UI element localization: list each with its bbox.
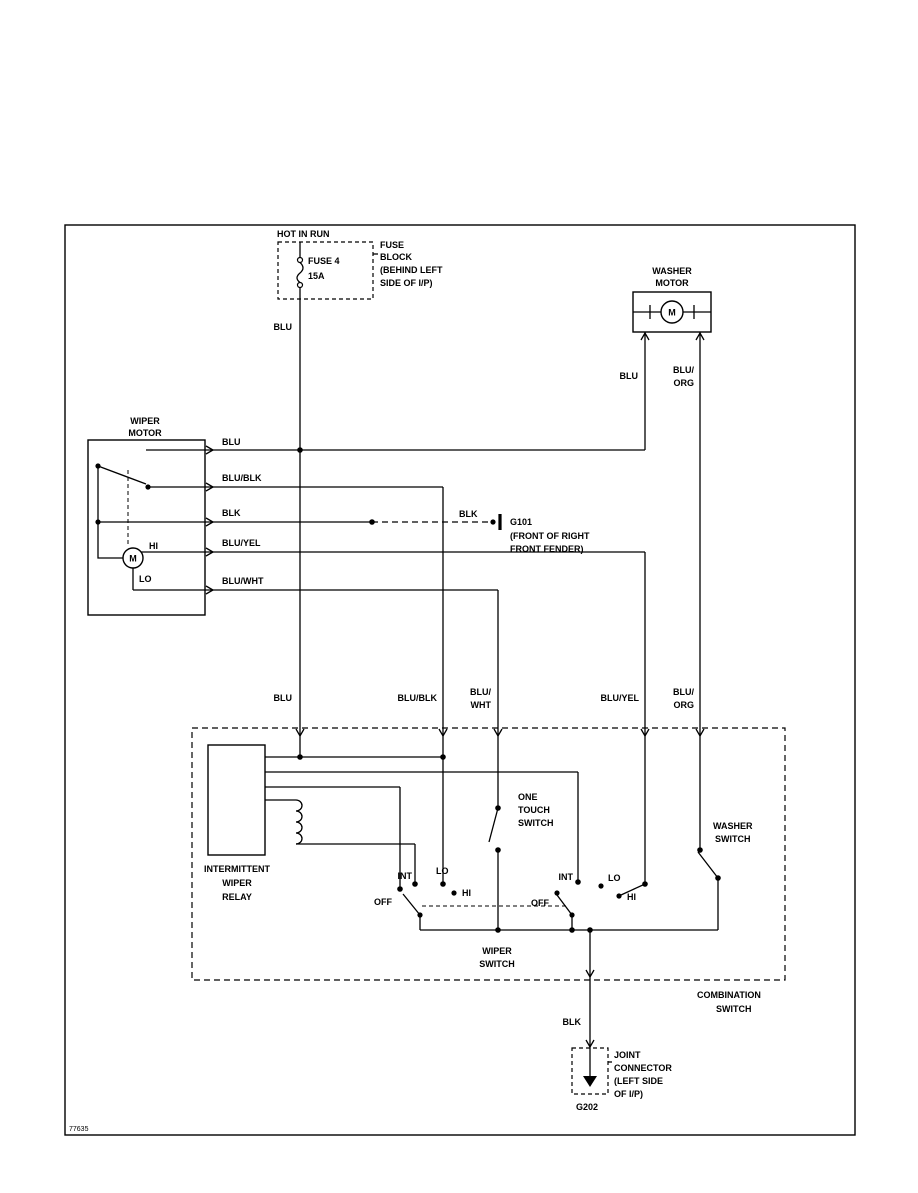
wiper-switch-left-lever (402, 893, 421, 930)
fuse-rating-label: 15A (308, 271, 325, 281)
wiper-motor-box (87, 439, 206, 616)
combination-switch: INTERMITTENT WIPER RELAY ONE TOUCH SWITC… (191, 727, 786, 1049)
g202-name: G202 (576, 1102, 598, 1112)
figure-number: 77635 (69, 1126, 89, 1133)
connector-arrow-icon (640, 331, 705, 341)
right-int-label: INT (559, 872, 574, 882)
connector-arrow-icon (295, 728, 705, 738)
g101-note2: FRONT FENDER) (510, 544, 584, 554)
washer-motor: WASHER MOTOR M (632, 266, 712, 341)
right-lo-label: LO (608, 873, 621, 883)
one-touch-lever (488, 807, 499, 843)
fuse-note-line1: FUSE (380, 240, 404, 250)
entry-label-blu: BLU (274, 693, 293, 703)
fuse-note-line2: BLOCK (380, 252, 412, 262)
left-lo-label: LO (436, 866, 449, 876)
washer-motor-title1: WASHER (652, 266, 692, 276)
washer-switch-label1: WASHER (713, 821, 753, 831)
relay-label2: WIPER (222, 878, 252, 888)
washer-switch-lever (697, 851, 719, 930)
combination-switch-box (191, 727, 786, 981)
one-touch-label2: TOUCH (518, 805, 550, 815)
wire-label-row5: BLU/WHT (222, 576, 264, 586)
fuse-terminal-top (296, 256, 304, 264)
left-hi-label: HI (462, 888, 471, 898)
fuse-note-line4: SIDE OF I/P) (380, 278, 433, 288)
wire-label-blk-ground: BLK (459, 509, 478, 519)
wire-label-washer-org1: BLU/ (673, 365, 694, 375)
fuse-block: HOT IN RUN FUSE 4 15A FUSE BLOCK (BEHIND… (277, 229, 443, 300)
hi-label: HI (149, 541, 158, 551)
washer-switch-label2: SWITCH (715, 834, 751, 844)
wire-blu-blk (205, 486, 444, 884)
fuse-name-label: FUSE 4 (308, 256, 340, 266)
park-switch-arm (97, 465, 147, 485)
washer-motor-title2: MOTOR (655, 278, 689, 288)
joint-note2: CONNECTOR (614, 1063, 672, 1073)
main-wiring: BLU BLU BLU/BLK BLK BLU/YEL BLU/WHT BLU … (205, 299, 701, 896)
lo-label: LO (139, 574, 152, 584)
combination-title1: COMBINATION (697, 990, 761, 1000)
border-rect (64, 224, 856, 1136)
fuse-block-box (277, 241, 374, 300)
motor-circle-icon (122, 547, 144, 569)
connector-arrow-icon (585, 969, 595, 1049)
wire-label-row3: BLK (222, 508, 241, 518)
joint-note3: (LEFT SIDE (614, 1076, 663, 1086)
ground-g101: G101 (FRONT OF RIGHT FRONT FENDER) (510, 517, 590, 554)
entry-label-blu-org1: BLU/ (673, 687, 694, 697)
ground-triangle-icon (583, 1076, 597, 1087)
joint-connector: JOINT CONNECTOR (LEFT SIDE OF I/P) G202 (571, 1047, 672, 1112)
entry-label-blu-org2: ORG (673, 700, 694, 710)
relay-coil-icon (295, 799, 303, 845)
fuse-note-line3: (BEHIND LEFT (380, 265, 443, 275)
entry-label-blu-yel: BLU/YEL (600, 693, 639, 703)
combination-title2: SWITCH (716, 1004, 752, 1014)
diagram-frame: 77635 (64, 224, 856, 1136)
wiper-motor: WIPER MOTOR M HI LO (87, 416, 215, 616)
intermittent-relay-box (207, 744, 266, 856)
relay-wiring (265, 756, 579, 889)
wiper-motor-symbol: M (129, 554, 137, 564)
connector-arrow-icon (205, 445, 215, 595)
right-hi-label: HI (627, 892, 636, 902)
relay-label3: RELAY (222, 892, 252, 902)
g101-name: G101 (510, 517, 532, 527)
wire-label-row1: BLU (222, 437, 241, 447)
wiper-switch-label1: WIPER (482, 946, 512, 956)
left-off-label: OFF (374, 897, 392, 907)
hot-in-run-label: HOT IN RUN (277, 229, 330, 239)
g101-note1: (FRONT OF RIGHT (510, 531, 590, 541)
fuse-terminal-bottom (296, 281, 304, 289)
wire-label-blk-output: BLK (563, 1017, 582, 1027)
right-off-label: OFF (531, 898, 549, 908)
entry-label-blu-wht2: WHT (471, 700, 492, 710)
wiper-motor-title2: MOTOR (128, 428, 162, 438)
fuse-element-icon (296, 262, 304, 284)
joint-note1: JOINT (614, 1050, 641, 1060)
wiper-switch-label2: SWITCH (479, 959, 515, 969)
one-touch-label1: ONE (518, 792, 538, 802)
wire-label-washer-blu: BLU (620, 371, 639, 381)
wiper-motor-title1: WIPER (130, 416, 160, 426)
left-int-label: INT (398, 871, 413, 881)
wire-blu-yel (205, 551, 646, 884)
entry-label-blu-blk: BLU/BLK (398, 693, 438, 703)
washer-motor-symbol: M (668, 308, 676, 318)
wire-label-blu-fuse: BLU (274, 322, 293, 332)
entry-label-blu-wht1: BLU/ (470, 687, 491, 697)
motor-terminals (633, 305, 711, 319)
motor-circle-icon (660, 300, 684, 324)
one-touch-label3: SWITCH (518, 818, 554, 828)
wire-label-washer-org2: ORG (673, 378, 694, 388)
wire-label-row2: BLU/BLK (222, 473, 262, 483)
wire-label-row4: BLU/YEL (222, 538, 261, 548)
wiper-switch-right-lever (556, 894, 573, 930)
relay-label1: INTERMITTENT (204, 864, 270, 874)
joint-note4: OF I/P) (614, 1089, 643, 1099)
